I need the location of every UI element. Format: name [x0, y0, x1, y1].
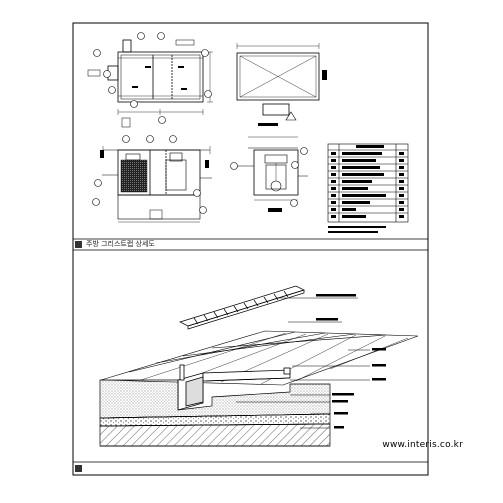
detail-caption: 주방 그리스트랩 상세도 — [86, 240, 155, 248]
plan-view — [87, 39, 213, 128]
cover-view — [236, 43, 327, 126]
section-view-b — [236, 136, 308, 212]
detail-leader-labels — [316, 294, 386, 429]
plan-small-dims — [132, 66, 187, 90]
parts-table-fills — [328, 145, 404, 233]
caption-marker-bottom — [75, 465, 82, 472]
sheet-border — [72, 22, 429, 476]
section-a-callouts — [92, 135, 207, 214]
parts-table — [327, 143, 409, 223]
section-b-callouts — [230, 147, 308, 207]
plan-callouts — [93, 32, 212, 124]
detail-leaders — [236, 297, 370, 429]
caption-marker-top — [75, 241, 82, 248]
watermark: www.interis.co.kr — [382, 440, 463, 450]
trench-channel — [177, 364, 291, 411]
soil-strata — [99, 379, 331, 447]
section-view-a — [100, 146, 212, 223]
exploded-grate — [179, 285, 305, 330]
